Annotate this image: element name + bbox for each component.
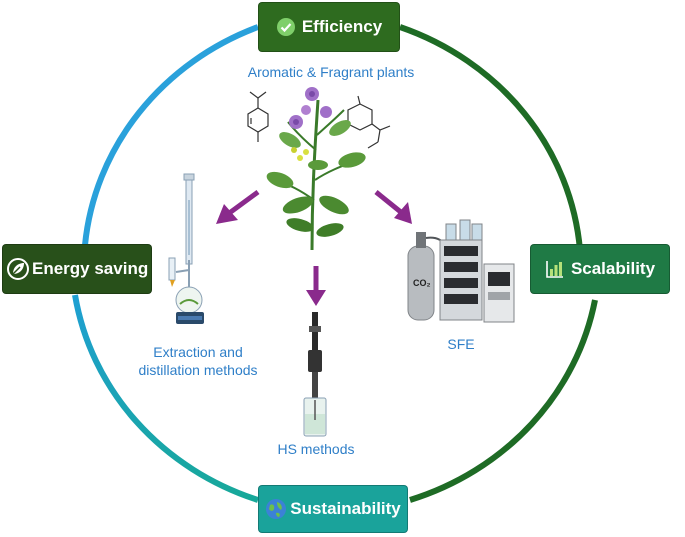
sfe-equipment-icon	[407, 219, 515, 323]
scalability-label: Scalability	[570, 259, 656, 278]
ring-arc-bottom-right	[409, 299, 598, 503]
extraction-label-line2: distillation methods	[138, 362, 258, 378]
hs-label: HS methods	[277, 441, 355, 457]
sustainability-badge: Sustainability	[258, 485, 408, 533]
bar-chart-icon	[545, 259, 565, 279]
distillation-apparatus-icon	[168, 173, 204, 324]
molecule-left-icon	[247, 91, 269, 142]
sfe-label: SFE	[447, 336, 475, 352]
energy-saving-badge: Energy saving	[2, 244, 152, 294]
ring-arc-bottom-left	[72, 294, 259, 503]
scalability-badge: Scalability	[530, 244, 670, 294]
leaf-icon	[7, 258, 29, 280]
check-circle-icon	[276, 17, 296, 37]
co2-label: CO₂	[413, 278, 431, 288]
arrow-left-icon	[216, 189, 260, 224]
energy-saving-label: Energy saving	[32, 259, 149, 278]
molecule-right-icon	[347, 95, 391, 149]
arrow-down-icon	[306, 266, 326, 306]
efficiency-label: Efficiency	[301, 17, 383, 36]
ring-arc-top-left	[82, 24, 260, 246]
hs-device-icon	[303, 312, 327, 437]
efficiency-badge: Efficiency	[258, 2, 400, 52]
plant-icon	[266, 87, 366, 251]
arrow-right-icon	[374, 190, 412, 224]
sustainability-label: Sustainability	[290, 499, 401, 518]
globe-icon	[265, 498, 287, 520]
ring-arc-right	[399, 24, 583, 251]
extraction-label-line1: Extraction and	[153, 344, 243, 360]
plants-label: Aromatic & Fragrant plants	[247, 64, 415, 80]
